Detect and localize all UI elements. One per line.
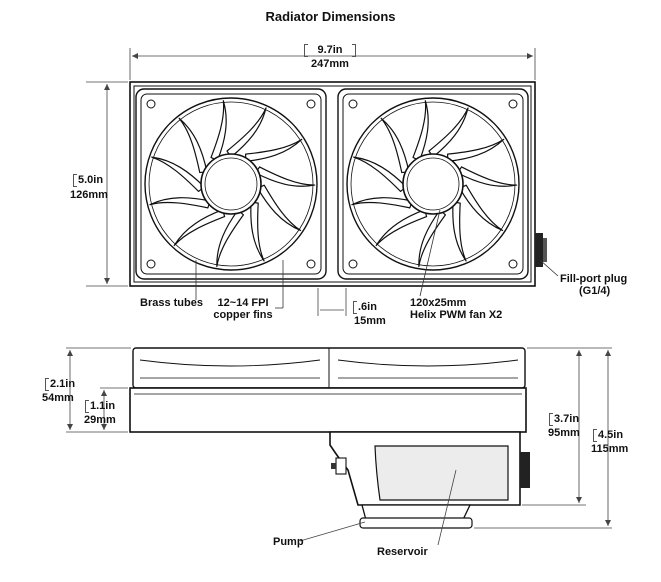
diagram-title: Radiator Dimensions [265, 9, 396, 24]
fan-thick-label: 1.1in [85, 400, 116, 413]
radiator-side-view [129, 347, 530, 529]
thick-in: 2.1in [50, 378, 76, 390]
fill-port-label-1: Fill-port plug [560, 273, 628, 285]
gap-label: .6in [353, 301, 377, 314]
width-in: 9.7in [317, 44, 343, 56]
gap-mm: 15mm [354, 315, 386, 327]
height-label: 5.0in [73, 174, 104, 187]
res-height-mm: 95mm [548, 427, 580, 439]
brass-tubes-label: Brass tubes [140, 297, 203, 309]
fan-label-1: 120x25mm [410, 297, 467, 309]
fins-label-1: 12~14 FPI [217, 297, 269, 309]
total-height-in: 4.5in [598, 429, 624, 441]
res-height-label: 3.7in [549, 413, 580, 426]
total-height-mm: 115mm [591, 443, 629, 455]
width-label: 9.7in [302, 44, 358, 57]
fan-label-2: Helix PWM fan X2 [410, 309, 503, 321]
pump-label: Pump [273, 536, 304, 548]
res-height-in: 3.7in [554, 413, 580, 425]
height-in: 5.0in [78, 174, 104, 186]
thick-mm: 54mm [42, 392, 74, 404]
radiator-top-view [129, 81, 547, 287]
fins-label-2: copper fins [213, 309, 273, 321]
reservoir-label: Reservoir [377, 546, 428, 558]
height-mm: 126mm [70, 189, 108, 201]
gap-in: .6in [358, 301, 377, 313]
fan-thick-in: 1.1in [90, 400, 116, 412]
thick-label: 2.1in [45, 378, 76, 391]
total-height-label: 4.5in [593, 429, 624, 442]
fan-thick-mm: 29mm [84, 414, 116, 426]
width-mm: 247mm [311, 58, 349, 70]
fill-port-label-2: (G1/4) [579, 285, 611, 297]
